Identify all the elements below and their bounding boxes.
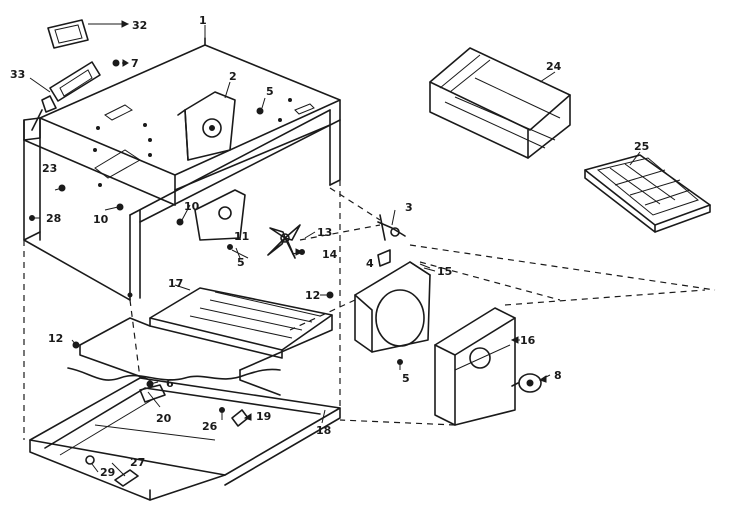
motor-bracket — [177, 91, 236, 161]
callout-18: 18 — [316, 424, 331, 437]
callout-33: 33 — [10, 68, 25, 81]
callout-24: 24 — [546, 60, 562, 73]
callout-12b: 12 — [305, 289, 320, 302]
callout-27: 27 — [130, 456, 145, 469]
fan-blade — [267, 224, 301, 259]
drain-tube — [67, 367, 281, 403]
callout-5c: 5 — [402, 372, 410, 385]
cabinet-frame — [23, 37, 341, 301]
base-pan — [29, 377, 341, 501]
callout-16: 16 — [520, 334, 536, 347]
callout-1: 1 — [199, 14, 207, 27]
bracket-32 — [47, 19, 89, 49]
callout-5a: 5 — [266, 85, 274, 98]
callout-7: 7 — [131, 57, 139, 70]
callout-13: 13 — [317, 226, 332, 239]
callout-25: 25 — [634, 140, 649, 153]
callout-26: 26 — [202, 420, 218, 433]
callout-28: 28 — [46, 212, 61, 225]
motor-shaft-3 — [377, 214, 406, 241]
rear-panel — [434, 307, 516, 426]
phantom-lines — [23, 180, 716, 440]
callout-14: 14 — [322, 248, 338, 261]
callout-3: 3 — [405, 201, 413, 214]
callout-2: 2 — [229, 70, 237, 83]
callout-10a: 10 — [93, 213, 109, 226]
fan-shroud — [354, 261, 431, 353]
callout-5b: 5 — [237, 256, 245, 269]
ice-tray — [584, 154, 711, 233]
callout-4: 4 — [366, 257, 374, 270]
fan-motor — [511, 373, 542, 393]
fan-guard — [194, 189, 246, 241]
bracket-33 — [31, 61, 101, 131]
leader-lines — [29, 20, 641, 477]
callout-20: 20 — [156, 412, 172, 425]
evaporator-coil — [79, 287, 333, 396]
callout-15: 15 — [437, 265, 452, 278]
callout-12a: 12 — [48, 332, 63, 345]
callout-labels: 32 1 7 33 2 5 24 25 23 28 10 10 11 5 3 1… — [10, 14, 649, 479]
callout-32: 32 — [132, 19, 147, 32]
callout-19: 19 — [256, 410, 271, 423]
callout-11: 11 — [234, 230, 249, 243]
callout-10b: 10 — [184, 200, 200, 213]
callout-29: 29 — [100, 466, 115, 479]
callout-17: 17 — [168, 277, 183, 290]
callout-23: 23 — [42, 162, 57, 175]
fasteners — [29, 59, 403, 427]
clip-4 — [377, 249, 391, 267]
callout-6: 6 — [166, 377, 174, 390]
wire-rack — [429, 47, 571, 159]
callout-8: 8 — [554, 369, 562, 382]
